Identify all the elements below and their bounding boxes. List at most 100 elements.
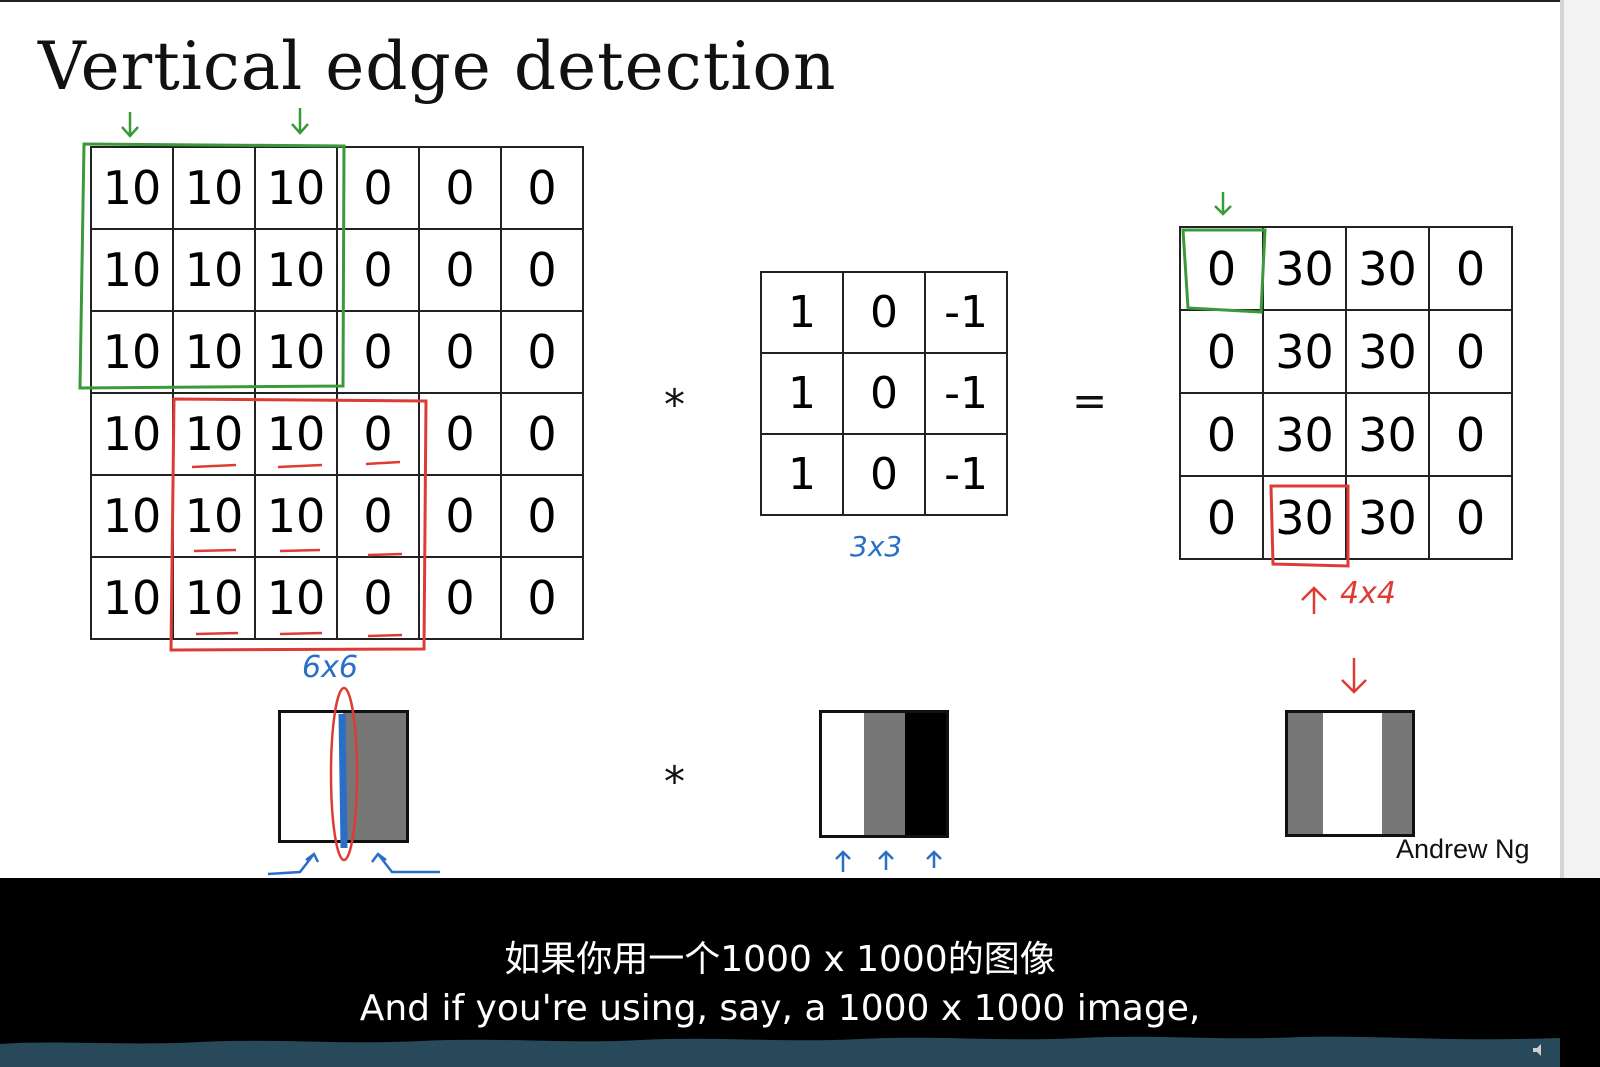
matrix-cell: 10: [254, 392, 338, 476]
filter-illustration: [819, 710, 949, 838]
matrix-cell: 10: [172, 392, 256, 476]
table-row: 10 10 10 0 0 0: [90, 310, 584, 394]
table-row: 1 0 -1: [760, 352, 1008, 435]
matrix-cell: 10: [172, 310, 256, 394]
matrix-cell: 30: [1262, 475, 1347, 560]
table-row: 10 10 10 0 0 0: [90, 474, 584, 558]
matrix-cell: 10: [90, 556, 174, 640]
author-signature: Andrew Ng: [1396, 834, 1530, 864]
matrix-cell: 30: [1262, 309, 1347, 394]
matrix-cell: 30: [1345, 392, 1430, 477]
white-region: [822, 713, 864, 835]
matrix-cell: 0: [418, 392, 502, 476]
filter-size-label: 3x3: [850, 530, 903, 563]
matrix-cell: 1: [760, 271, 844, 354]
matrix-cell: 10: [90, 228, 174, 312]
matrix-cell: -1: [924, 271, 1008, 354]
subtitle-english: And if you're using, say, a 1000 x 1000 …: [359, 988, 1201, 1029]
matrix-cell: 0: [500, 474, 584, 558]
matrix-cell: 10: [90, 310, 174, 394]
table-row: 0 30 30 0: [1179, 475, 1513, 560]
gray-region: [343, 713, 406, 840]
matrix-cell: 0: [1428, 309, 1513, 394]
gray-region: [1288, 713, 1323, 834]
table-row: 0 30 30 0: [1179, 226, 1513, 311]
matrix-cell: 0: [336, 474, 420, 558]
table-row: 10 10 10 0 0 0: [90, 392, 584, 476]
matrix-cell: 10: [172, 474, 256, 558]
matrix-cell: 10: [90, 146, 174, 230]
matrix-cell: 10: [254, 310, 338, 394]
black-region: [905, 713, 946, 835]
matrix-cell: 0: [1428, 392, 1513, 477]
matrix-cell: 0: [842, 433, 926, 516]
matrix-cell: -1: [924, 433, 1008, 516]
table-row: 1 0 -1: [760, 433, 1008, 516]
matrix-cell: 0: [500, 556, 584, 640]
table-row: 10 10 10 0 0 0: [90, 228, 584, 312]
image-size-label: 6x6: [302, 650, 358, 685]
matrix-cell: 0: [418, 556, 502, 640]
matrix-cell: 0: [336, 556, 420, 640]
output-illustration: [1285, 710, 1415, 837]
matrix-cell: 10: [254, 146, 338, 230]
matrix-cell: 10: [90, 474, 174, 558]
output-matrix: 0 30 30 0 0 30 30 0 0 30 30 0: [1179, 226, 1513, 560]
matrix-cell: 30: [1345, 309, 1430, 394]
matrix-cell: 10: [254, 556, 338, 640]
matrix-cell: 0: [418, 474, 502, 558]
table-row: 10 10 10 0 0 0: [90, 556, 584, 640]
matrix-cell: 10: [254, 474, 338, 558]
volume-icon[interactable]: [1530, 1040, 1550, 1060]
matrix-cell: 10: [172, 228, 256, 312]
side-divider: [1560, 0, 1564, 878]
matrix-cell: 0: [1179, 226, 1264, 311]
audio-waveform[interactable]: [0, 1030, 1560, 1067]
matrix-cell: 0: [1179, 309, 1264, 394]
matrix-cell: -1: [924, 352, 1008, 435]
blue-arrows: [267, 850, 942, 876]
matrix-cell: 0: [500, 310, 584, 394]
slide-title: Vertical edge detection: [38, 28, 837, 105]
subtitle-area: 如果你用一个1000 x 1000的图像 And if you're using…: [0, 878, 1600, 1067]
matrix-cell: 30: [1262, 226, 1347, 311]
image-illustration: [278, 710, 409, 843]
matrix-cell: 0: [418, 228, 502, 312]
gray-region: [1382, 713, 1412, 834]
output-matrix-body: 0 30 30 0 0 30 30 0 0 30 30 0: [1179, 226, 1513, 560]
matrix-cell: 1: [760, 352, 844, 435]
filter-matrix-body: 1 0 -1 1 0 -1 1 0 -1: [760, 271, 1008, 516]
matrix-cell: 0: [336, 146, 420, 230]
matrix-cell: 0: [1179, 392, 1264, 477]
filter-matrix: 1 0 -1 1 0 -1 1 0 -1: [760, 271, 1008, 516]
matrix-cell: 0: [500, 228, 584, 312]
matrix-cell: 0: [336, 392, 420, 476]
convolve-operator: *: [664, 380, 685, 429]
right-side-strip: [1560, 0, 1600, 878]
matrix-cell: 30: [1345, 226, 1430, 311]
output-size-label: 4x4: [1340, 576, 1396, 611]
matrix-cell: 0: [418, 146, 502, 230]
matrix-cell: 0: [336, 310, 420, 394]
matrix-cell: 0: [842, 271, 926, 354]
convolve-operator-bottom: *: [664, 757, 685, 806]
matrix-cell: 0: [1428, 226, 1513, 311]
matrix-cell: 1: [760, 433, 844, 516]
table-row: 10 10 10 0 0 0: [90, 146, 584, 230]
matrix-cell: 30: [1262, 392, 1347, 477]
matrix-cell: 10: [90, 392, 174, 476]
matrix-cell: 10: [254, 228, 338, 312]
matrix-cell: 0: [1179, 475, 1264, 560]
image-matrix: 10 10 10 0 0 0 10 10 10 0 0 0 10 1: [90, 146, 584, 640]
table-row: 0 30 30 0: [1179, 392, 1513, 477]
table-row: 0 30 30 0: [1179, 309, 1513, 394]
matrix-cell: 10: [172, 556, 256, 640]
table-row: 1 0 -1: [760, 271, 1008, 354]
white-region: [1323, 713, 1382, 834]
matrix-cell: 0: [842, 352, 926, 435]
lecture-slide: Vertical edge detection 10 10 10 0 0 0 1…: [0, 0, 1560, 880]
gray-region: [864, 713, 905, 835]
matrix-cell: 0: [500, 146, 584, 230]
white-region: [281, 713, 343, 840]
